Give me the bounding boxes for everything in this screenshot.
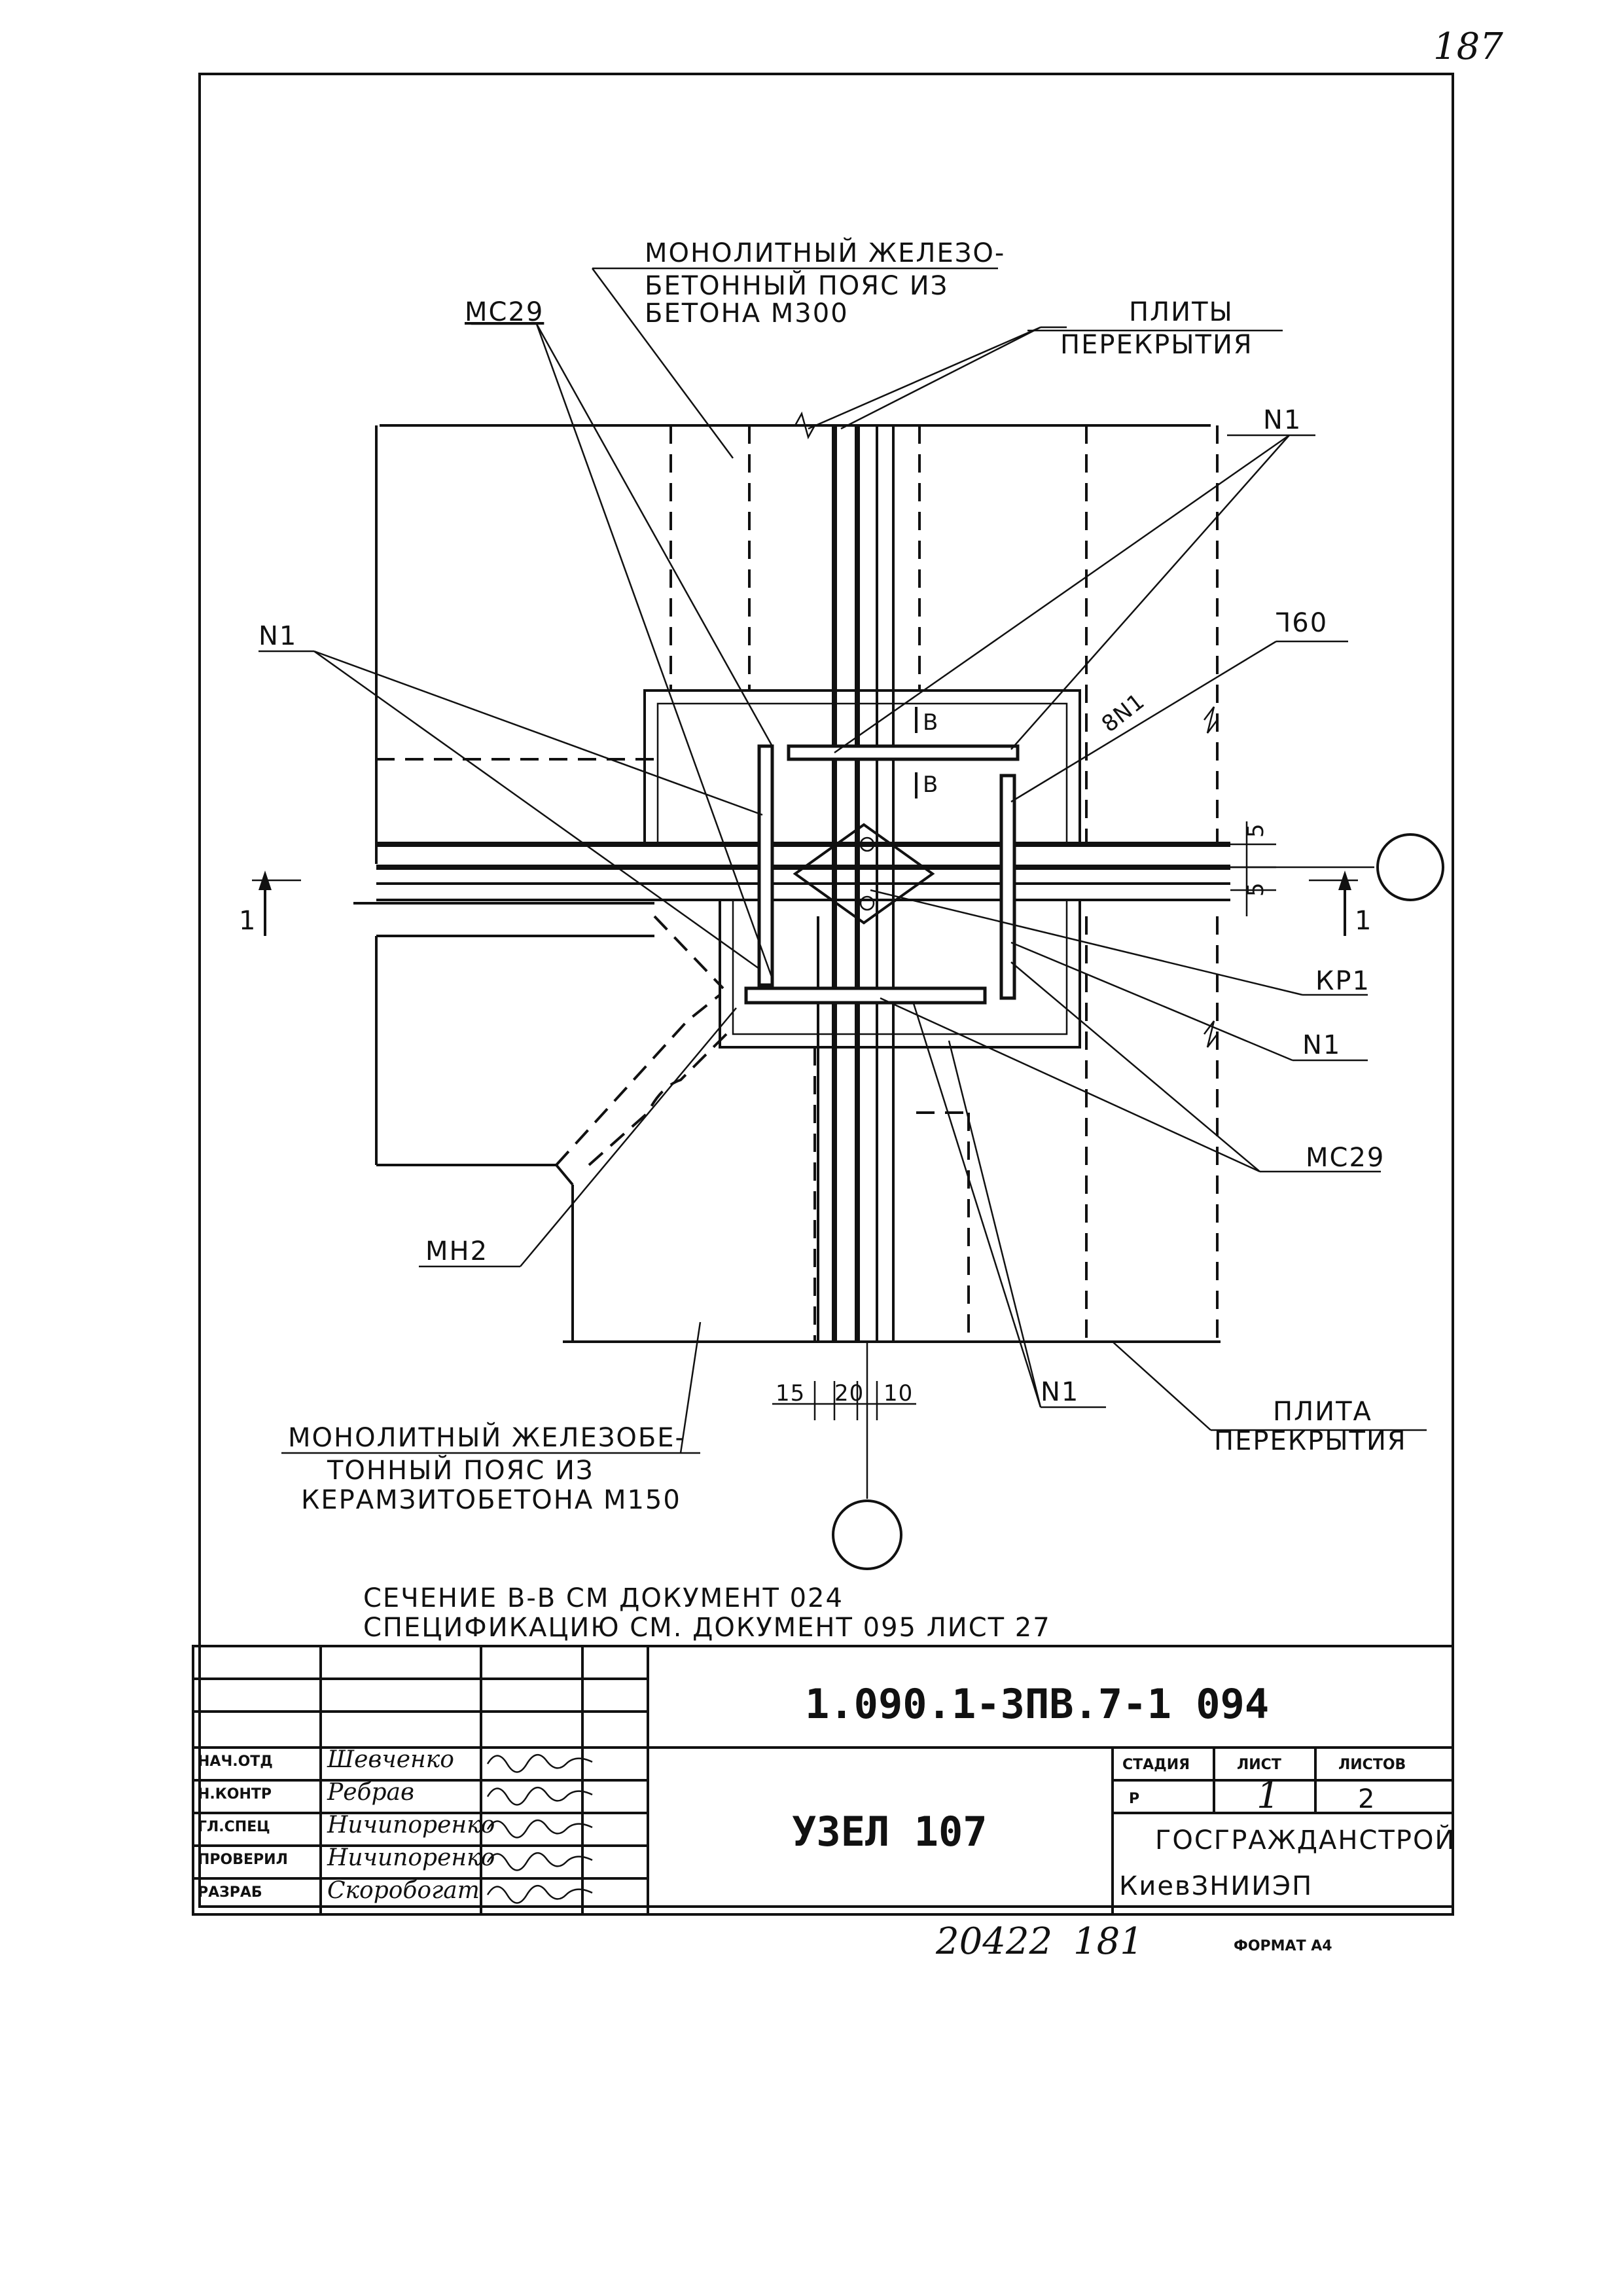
note-specification: СПЕЦИФИКАЦИЮ СМ. ДОКУМЕНТ 095 ЛИСТ 27 bbox=[363, 1613, 1051, 1643]
reference-circle-right bbox=[1376, 833, 1444, 901]
page-number: 187 bbox=[1433, 26, 1503, 68]
label-slab-1: ПЛИТА bbox=[1273, 1397, 1372, 1427]
dim-10: 10 bbox=[883, 1380, 913, 1407]
label-n1-right: N1 bbox=[1302, 1030, 1341, 1060]
section-1-right: 1 bbox=[1355, 906, 1372, 936]
role-name: Шевченко bbox=[327, 1746, 454, 1773]
drawing-title: УЗЕЛ 107 bbox=[792, 1808, 988, 1856]
signature bbox=[486, 1820, 593, 1839]
label-angle-60: Ꞁ60 bbox=[1276, 608, 1328, 638]
label-belt-top-2: БЕТОННЫЙ ПОЯС ИЗ bbox=[645, 270, 948, 301]
label-n1-left: N1 bbox=[259, 621, 297, 651]
label-slabs-2: ПЕРЕКРЫТИЯ bbox=[1060, 330, 1253, 360]
label-slab-2: ПЕРЕКРЫТИЯ bbox=[1214, 1426, 1407, 1456]
label-kp1: КР1 bbox=[1315, 966, 1370, 996]
label-8n1: 8N1 bbox=[1097, 688, 1150, 738]
dim-5b: 5 bbox=[1243, 882, 1269, 897]
role-name: Скоробогат bbox=[327, 1877, 480, 1904]
sheets-value: 2 bbox=[1358, 1784, 1376, 1814]
role-name: Ничипоренко bbox=[327, 1844, 495, 1871]
role-label: НАЧ.ОТД bbox=[198, 1753, 273, 1770]
label-belt-top-3: БЕТОНА М300 bbox=[645, 298, 849, 329]
org-name-2: КиевЗНИИЭП bbox=[1119, 1871, 1313, 1901]
section-b-upper-label: B bbox=[923, 709, 938, 736]
stage-value: Р bbox=[1129, 1791, 1139, 1807]
label-mc29-right: МС29 bbox=[1306, 1143, 1385, 1173]
signature bbox=[486, 1787, 593, 1806]
signature bbox=[486, 1754, 593, 1773]
role-name: Ребрав bbox=[327, 1779, 414, 1806]
sheets-header: ЛИСТОВ bbox=[1338, 1757, 1406, 1773]
dim-20: 20 bbox=[834, 1380, 864, 1407]
label-n1-bottom: N1 bbox=[1041, 1377, 1079, 1407]
dim-5a: 5 bbox=[1243, 823, 1269, 838]
org-name-1: ГОСГРАЖДАНСТРОЙ bbox=[1155, 1824, 1455, 1856]
section-b-lower-label: B bbox=[923, 772, 938, 798]
role-name: Ничипоренко bbox=[327, 1812, 495, 1839]
title-block: 1.090.1-3ПВ.7-1 094 УЗЕЛ 107 СТАДИЯ ЛИСТ… bbox=[192, 1645, 1455, 1916]
sheet-frame bbox=[198, 73, 1454, 1908]
section-1-left: 1 bbox=[239, 906, 257, 936]
label-belt-bottom-3: КЕРАМЗИТОБЕТОНА М150 bbox=[301, 1485, 681, 1515]
bottom-number-2: 181 bbox=[1073, 1920, 1143, 1963]
signature bbox=[486, 1885, 593, 1904]
bottom-number: 20422 bbox=[935, 1920, 1052, 1963]
label-mh2: МН2 bbox=[425, 1236, 488, 1266]
role-label: Н.КОНТР bbox=[198, 1786, 272, 1803]
label-mc29-top: МС29 bbox=[465, 297, 544, 327]
node-drawing: B B 5 5 1 1 bbox=[239, 237, 1444, 1570]
role-label: ГЛ.СПЕЦ bbox=[198, 1819, 270, 1835]
role-label: ПРОВЕРИЛ bbox=[198, 1852, 288, 1868]
label-slabs-1: ПЛИТЫ bbox=[1129, 297, 1234, 327]
dim-15: 15 bbox=[776, 1380, 805, 1407]
label-belt-top-1: МОНОЛИТНЫЙ ЖЕЛЕЗО- bbox=[645, 237, 1005, 268]
reference-circle-bottom bbox=[832, 1499, 902, 1570]
sheet-value: 1 bbox=[1257, 1774, 1280, 1817]
role-label: РАЗРАБ bbox=[198, 1884, 262, 1901]
format-label: ФОРМАТ А4 bbox=[1234, 1938, 1332, 1954]
label-n1-top-right: N1 bbox=[1263, 405, 1302, 435]
label-belt-bottom-1: МОНОЛИТНЫЙ ЖЕЛЕЗОБЕ- bbox=[288, 1422, 686, 1453]
signature bbox=[486, 1852, 593, 1871]
label-belt-bottom-2: ТОННЫЙ ПОЯС ИЗ bbox=[327, 1454, 594, 1486]
stage-header: СТАДИЯ bbox=[1122, 1757, 1190, 1773]
sheet-header: ЛИСТ bbox=[1237, 1757, 1281, 1773]
doc-code: 1.090.1-3ПВ.7-1 094 bbox=[805, 1680, 1269, 1728]
note-section: СЕЧЕНИЕ В-В СМ ДОКУМЕНТ 024 bbox=[363, 1583, 844, 1613]
